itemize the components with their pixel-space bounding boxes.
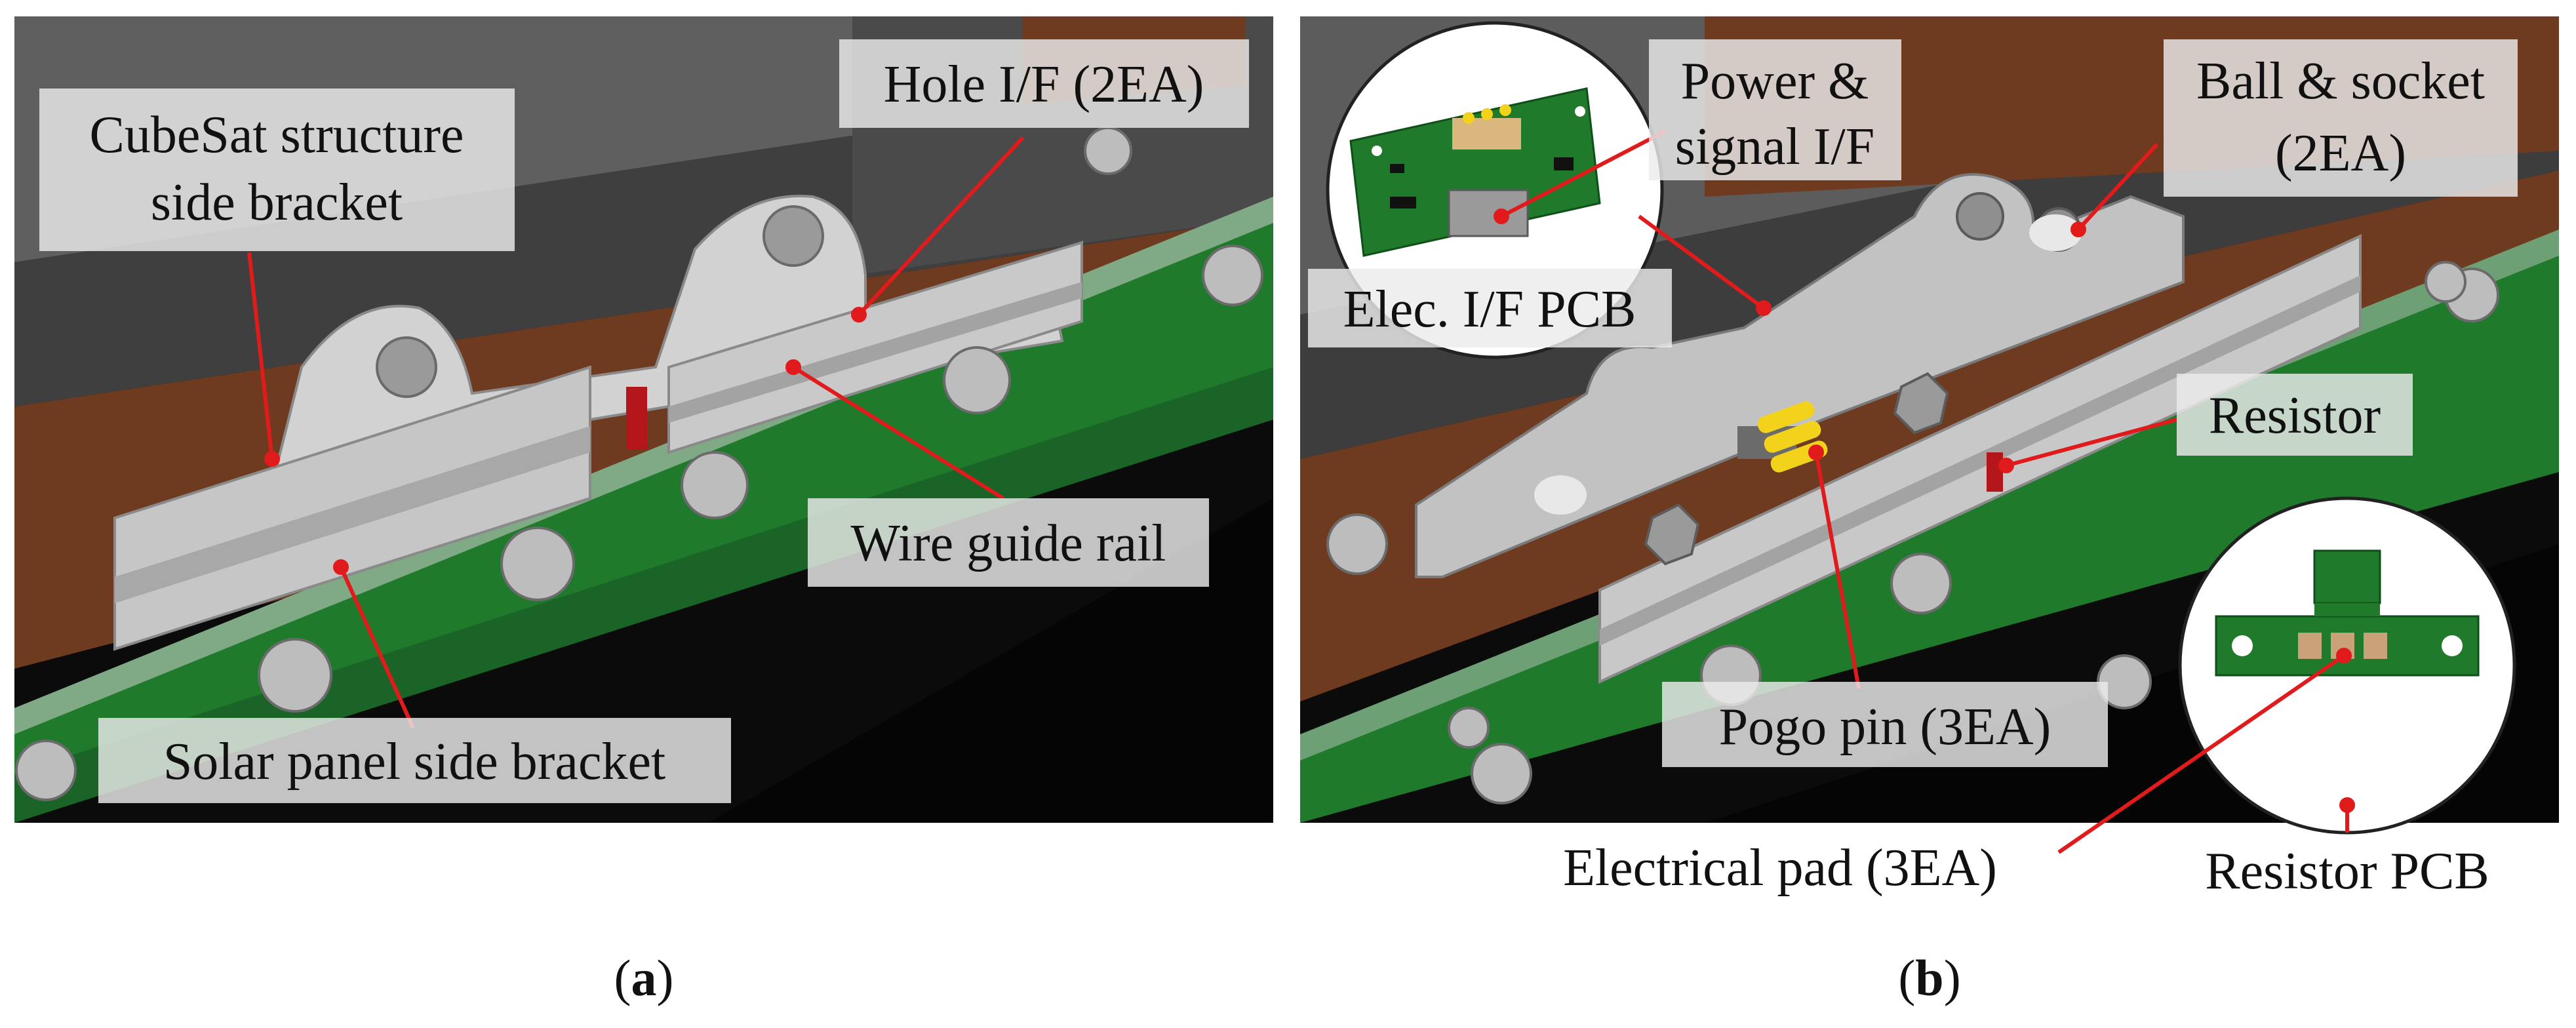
label-pogo-pin: Pogo pin (3EA) (1719, 698, 2051, 756)
label-electrical-pad: Electrical pad (3EA) (1563, 839, 1997, 897)
electrical-pad-1 (2298, 633, 2322, 659)
caption-a: (a) (614, 949, 674, 1006)
label-solar-bracket: Solar panel side bracket (163, 733, 665, 791)
label-box-power-signal (1649, 39, 1901, 180)
panel-a-labels: CubeSat structure side bracket Hole I/F … (39, 39, 1249, 803)
label-structure-bracket-line2: side bracket (151, 174, 403, 231)
label-elec-pcb: Elec. I/F PCB (1343, 281, 1636, 338)
label-box-elec-pcb (1308, 269, 1672, 347)
label-resistor-pcb: Resistor PCB (2205, 842, 2489, 900)
label-power-signal-line2: signal I/F (1675, 118, 1874, 176)
label-box-resistor (2177, 374, 2413, 456)
label-box-hole-if (839, 39, 1249, 128)
label-structure-bracket-line1: CubeSat structure (90, 106, 464, 164)
label-box-solar-bracket (98, 718, 731, 803)
panel-a: CubeSat structure side bracket Hole I/F … (14, 16, 1273, 1006)
label-hole-if: Hole I/F (2EA) (884, 56, 1204, 113)
label-power-signal-line1: Power & (1681, 52, 1869, 110)
label-wire-guide-rail: Wire guide rail (850, 515, 1166, 572)
label-ball-socket-line1: Ball & socket (2196, 52, 2485, 110)
panel-a-leaders (247, 136, 1025, 729)
electrical-pad-3 (2364, 633, 2387, 659)
panel-b-leaders (1494, 129, 2355, 854)
inset-resistor-pcb (2178, 496, 2516, 835)
panel-b-labels: Power & signal I/F Elec. I/F PCB Ball & … (1308, 39, 2518, 900)
label-box-wire-guide (808, 498, 1209, 587)
panel-b: Power & signal I/F Elec. I/F PCB Ball & … (1300, 16, 2559, 1006)
label-box-structure-bracket (39, 89, 515, 251)
label-resistor: Resistor (2209, 387, 2381, 445)
label-box-pogo-pin (1662, 682, 2108, 767)
panel-a-render (14, 16, 1273, 823)
caption-b: (b) (1898, 949, 1960, 1006)
label-box-ball-socket (2164, 39, 2518, 197)
label-ball-socket-line2: (2EA) (2275, 125, 2406, 182)
pogo-pins-shape (1737, 401, 1828, 473)
